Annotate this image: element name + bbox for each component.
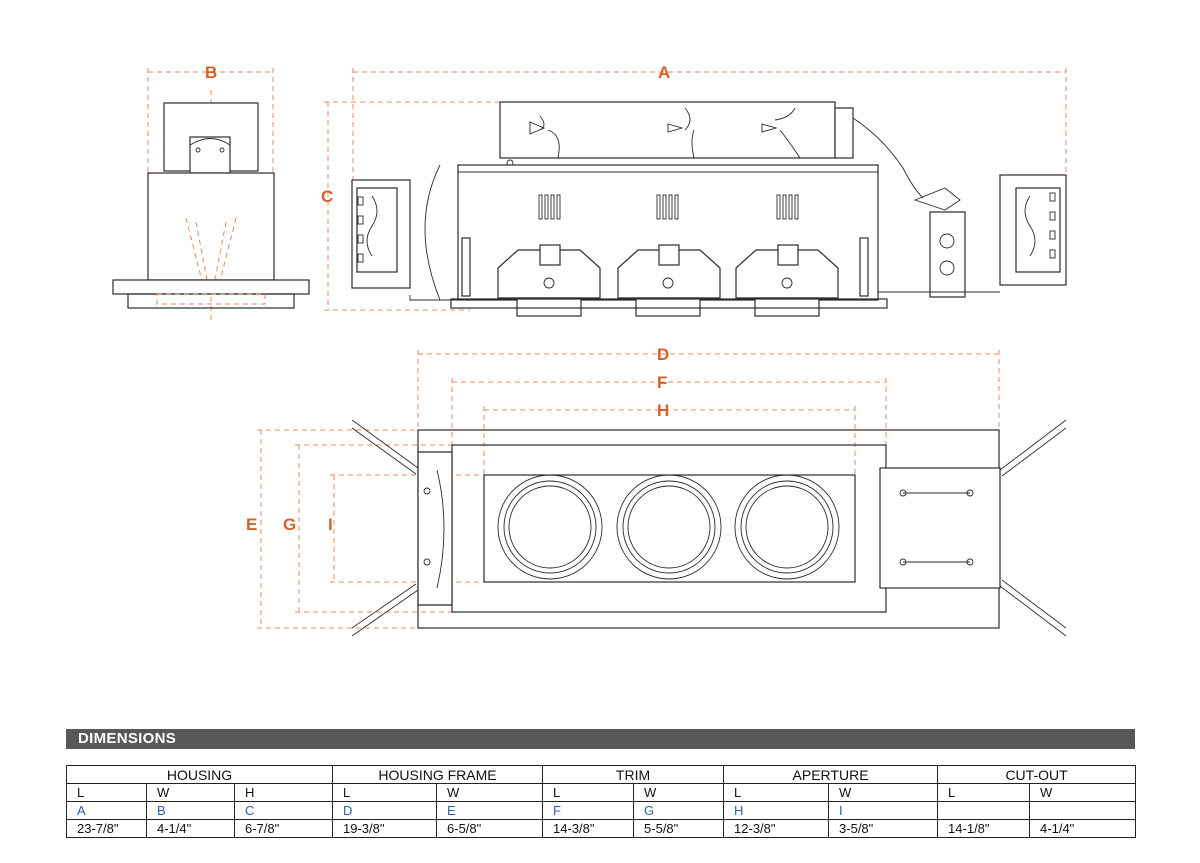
label-i: I xyxy=(328,515,333,534)
group-cut-out: CUT-OUT xyxy=(937,765,1137,784)
value-cell: 4-1/4" xyxy=(1029,819,1137,838)
value-cell: 14-1/8" xyxy=(937,819,1031,838)
value-cell: 19-3/8" xyxy=(332,819,438,838)
sub-cell: L xyxy=(542,783,635,802)
value-cell: 4-1/4" xyxy=(146,819,235,838)
label-c: C xyxy=(321,187,333,206)
value-cell: 14-3/8" xyxy=(542,819,635,838)
plan-view: D F H E G I xyxy=(246,345,1067,637)
value-cell: 12-3/8" xyxy=(723,819,830,838)
technical-drawing: B A C xyxy=(112,63,1067,637)
dimensions-table: HOUSING HOUSING FRAME TRIM APERTURE CUT-… xyxy=(65,765,1137,838)
value-cell: 3-5/8" xyxy=(828,819,939,838)
value-cell: 6-5/8" xyxy=(436,819,544,838)
dimensions-header: DIMENSIONS xyxy=(66,729,1135,749)
label-a: A xyxy=(658,63,670,82)
front-view: A C xyxy=(321,63,1067,317)
sub-cell: W xyxy=(828,783,939,802)
letter-cell xyxy=(937,801,1031,820)
table-sub-row: L W H L W L W L W L W xyxy=(66,783,1137,802)
sub-cell: H xyxy=(233,783,334,802)
table-value-row: 23-7/8" 4-1/4" 6-7/8" 19-3/8" 6-5/8" 14-… xyxy=(66,819,1137,838)
label-d: D xyxy=(657,345,669,364)
letter-cell: F xyxy=(542,801,635,820)
side-view: B xyxy=(112,63,310,320)
label-b: B xyxy=(205,63,217,82)
letter-cell: A xyxy=(66,801,147,820)
value-cell: 23-7/8" xyxy=(66,819,147,838)
table-group-row: HOUSING HOUSING FRAME TRIM APERTURE CUT-… xyxy=(65,765,1137,784)
letter-cell: H xyxy=(723,801,830,820)
sub-cell: L xyxy=(723,783,830,802)
label-h: H xyxy=(657,401,669,420)
sub-cell: W xyxy=(436,783,544,802)
table-letter-row: A B C D E F G H I xyxy=(66,801,1137,820)
group-trim: TRIM xyxy=(542,765,725,784)
group-housing-frame: HOUSING FRAME xyxy=(332,765,544,784)
letter-cell: C xyxy=(233,801,334,820)
label-g: G xyxy=(283,515,296,534)
value-cell: 5-5/8" xyxy=(633,819,725,838)
sub-cell: W xyxy=(146,783,235,802)
letter-cell xyxy=(1029,801,1137,820)
letter-cell: I xyxy=(828,801,939,820)
sub-cell: W xyxy=(633,783,725,802)
letter-cell: E xyxy=(436,801,544,820)
sub-cell: W xyxy=(1029,783,1137,802)
letter-cell: D xyxy=(332,801,438,820)
group-aperture: APERTURE xyxy=(723,765,939,784)
sub-cell: L xyxy=(332,783,438,802)
letter-cell: B xyxy=(146,801,235,820)
label-e: E xyxy=(246,515,257,534)
sub-cell: L xyxy=(66,783,147,802)
group-housing: HOUSING xyxy=(65,765,334,784)
letter-cell: G xyxy=(633,801,725,820)
sub-cell: L xyxy=(937,783,1031,802)
label-f: F xyxy=(657,373,667,392)
value-cell: 6-7/8" xyxy=(233,819,334,838)
